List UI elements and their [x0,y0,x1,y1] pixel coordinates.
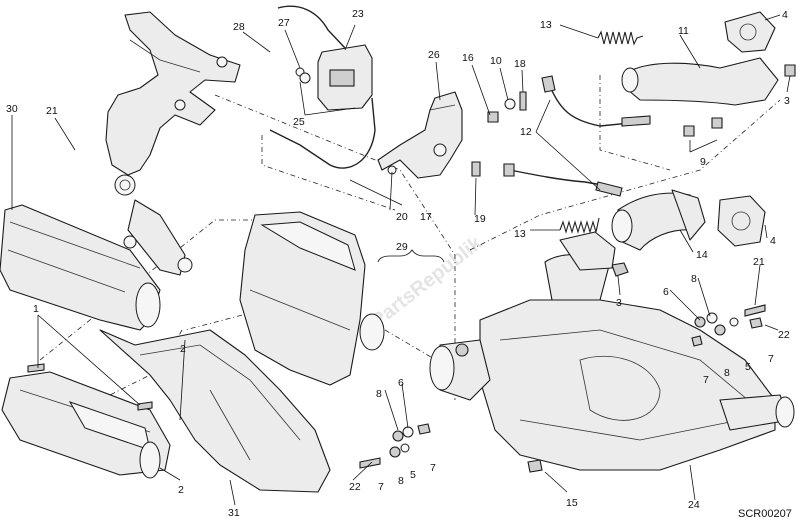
lambda-sensors-12 [503,75,651,197]
callout-3: 3 [616,297,622,309]
callout-5: 5 [410,469,416,481]
callout-5: 5 [745,361,751,373]
callout-30: 30 [6,103,18,115]
callout-26: 26 [428,49,440,61]
callout-20: 20 [396,211,408,223]
callout-24: 24 [688,499,700,511]
callout-8: 8 [376,388,382,400]
callout-numbers: 30 21 1 2 2 31 28 27 23 25 20 17 26 16 1… [6,8,790,519]
callout-7: 7 [430,462,436,474]
heat-shield-30 [0,204,161,331]
callout-21: 21 [46,105,58,117]
callout-15: 15 [566,497,578,509]
silencer-24 [429,231,795,471]
callout-13: 13 [514,228,526,240]
callout-12: 12 [520,126,532,138]
frame-bracket [105,11,241,276]
callout-29: 29 [396,241,408,253]
leader-lines [11,14,791,506]
mount-cluster-right [691,304,766,347]
springs-13 [559,30,644,234]
callout-21: 21 [753,256,765,268]
callout-18: 18 [514,58,526,70]
callout-2: 2 [178,484,184,496]
callout-8: 8 [398,475,404,487]
callout-10: 10 [490,55,502,67]
bolts-1 [27,363,153,411]
callout-8: 8 [691,273,697,285]
brace-29 [377,249,445,263]
callout-3: 3 [784,95,790,107]
callout-27: 27 [278,17,290,29]
callout-16: 16 [462,52,474,64]
reference-code: SCR00207 [738,508,792,520]
callout-25: 25 [293,116,305,128]
callout-1: 1 [33,303,39,315]
callout-7: 7 [768,353,774,365]
heat-shield-31 [99,329,331,493]
callout-19: 19 [474,213,486,225]
bracket-26 [377,91,463,179]
callout-2: 2 [180,343,186,355]
clip-15 [527,459,543,473]
callout-17: 17 [420,211,432,223]
bolts-9 [683,117,723,137]
heat-shield-2 [1,371,171,479]
callout-7: 7 [378,481,384,493]
callout-28: 28 [233,21,245,33]
valve-actuator-23 [269,5,376,169]
header-pipe-11 [621,11,796,106]
callout-14: 14 [696,249,708,261]
callout-13: 13 [540,19,552,31]
mount-cluster-lower [359,423,431,469]
callout-6: 6 [398,377,404,389]
callout-22: 22 [349,481,361,493]
callout-7: 7 [703,374,709,386]
callout-23: 23 [352,8,364,20]
callout-8: 8 [724,367,730,379]
fasteners-top [471,91,527,177]
mid-pipe-14 [611,189,706,251]
callout-6: 6 [663,286,669,298]
guard-29 [239,211,385,386]
callout-11: 11 [678,25,689,37]
nut-3 [611,262,629,277]
callout-9: 9 [700,156,706,168]
callout-31: 31 [228,507,240,519]
callout-4: 4 [770,235,776,247]
flange-4 [717,195,766,247]
callout-22: 22 [778,329,790,341]
watermark: PartsRepublik [367,232,487,333]
callout-4: 4 [782,9,788,21]
